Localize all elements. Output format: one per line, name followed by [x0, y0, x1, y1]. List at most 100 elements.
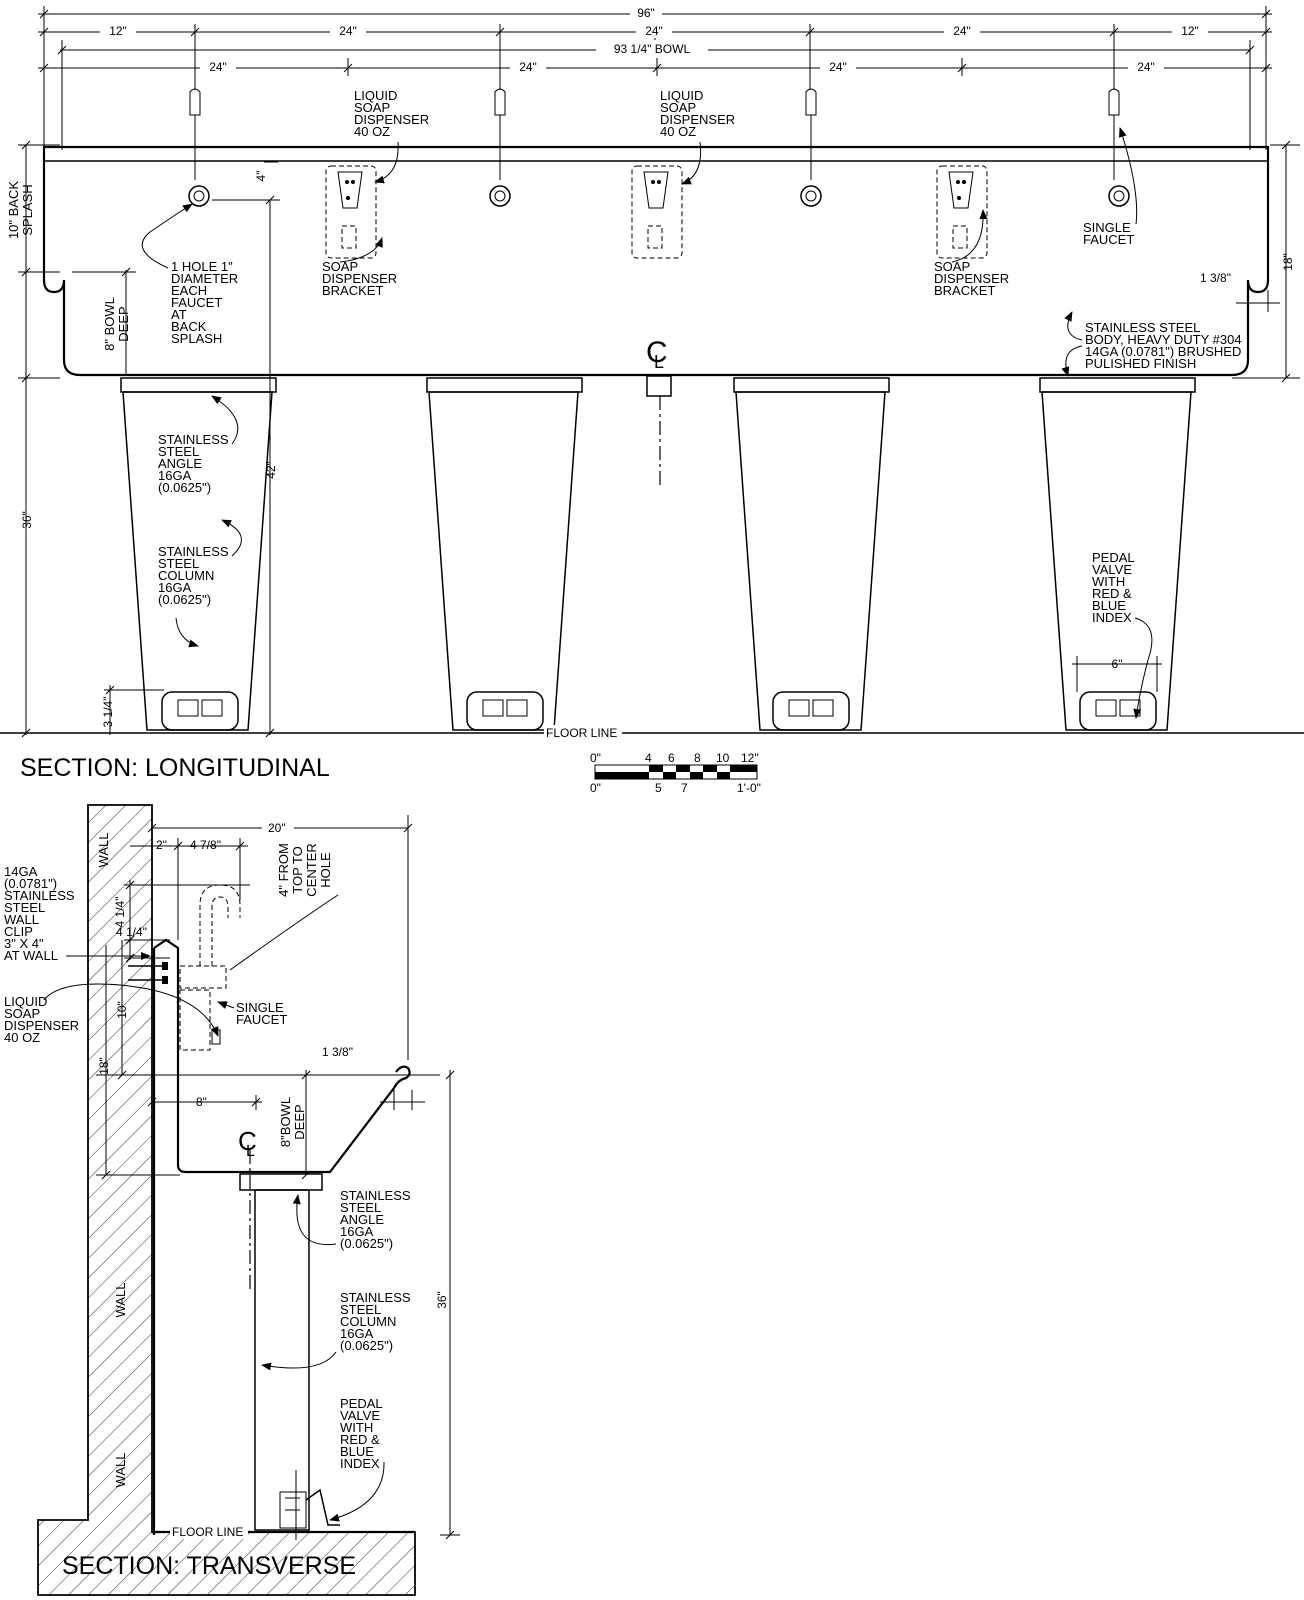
dim-24-g: 24" [1137, 60, 1155, 74]
transverse-column [254, 1189, 310, 1531]
dim-2: 2" [156, 838, 167, 852]
callout-line: DISPENSER [4, 1018, 79, 1033]
scale-top-12: 12" [741, 751, 759, 765]
pedestal-columns [120, 377, 1196, 731]
dim-4-1-4-a: 4 1/4" [113, 897, 127, 928]
longitudinal-floor-label: FLOOR LINE [546, 726, 617, 740]
callout-line: COLUMN [340, 1314, 396, 1329]
back-splash-label: 10" BACK SPLASH [6, 181, 35, 239]
callout-line: 14GA (0.0781") BRUSHED [1085, 344, 1241, 359]
callout-line: 1 HOLE 1" [171, 259, 233, 274]
callout-line: (0.0625") [158, 480, 211, 495]
faucet-4 [1108, 88, 1130, 207]
callout-line: DIAMETER [171, 271, 238, 286]
callout-line: DISPENSER [322, 271, 397, 286]
callout-line: RED & [1092, 586, 1132, 601]
wall-label-bottom: WALL [113, 1453, 128, 1488]
scale-bottom-5: 5 [655, 781, 662, 795]
transverse-title: SECTION: TRANSVERSE [62, 1552, 356, 1580]
callout-line: BODY, HEAVY DUTY #304 [1085, 332, 1242, 347]
callout-line: VALVE [340, 1408, 380, 1423]
pedestal-2 [426, 377, 583, 731]
transverse-centerline-sub: L [246, 1143, 255, 1160]
longitudinal-section: 96" 12" 24" 24" 24" 12" 93 1/4" BOWL 24"… [0, 6, 1304, 782]
dim-18-transverse: 18" [97, 1057, 111, 1075]
callout-bracket-1: SOAP DISPENSER BRACKET [322, 237, 397, 298]
rot-line: CENTER [304, 843, 319, 896]
callout-line: FAUCET [236, 1012, 287, 1027]
soap-dispenser-1 [325, 165, 377, 259]
callout-line: PEDAL [1092, 550, 1135, 565]
dim-24-b: 24" [645, 24, 663, 38]
dim-overall: 96" [637, 6, 655, 20]
callout-line: SOAP [660, 100, 696, 115]
centerline-subscript: L [654, 352, 664, 372]
wall-hatch [37, 804, 416, 1596]
callout-soap-dispenser-2: LIQUID SOAP DISPENSER 40 OZ [660, 88, 735, 185]
rot-line: 4" FROM [276, 843, 291, 897]
callout-line: 40 OZ [354, 124, 390, 139]
dim-24-e: 24" [519, 60, 537, 74]
scale-bar: 0" 4 6 8 10 12" 0" 5 7 1'-0" [590, 751, 761, 795]
scale-bottom-7: 7 [681, 781, 688, 795]
transverse-section: WALL WALL WALL C L [4, 804, 460, 1596]
callout-line: WITH [340, 1420, 373, 1435]
callout-line: STAINLESS [158, 544, 229, 559]
pedestal-3 [733, 377, 890, 731]
callout-line: ANGLE [158, 456, 202, 471]
callout-line: 16GA [340, 1224, 374, 1239]
callout-line: 3" X 4" [4, 936, 44, 951]
dim-4-7-8: 4 7/8" [190, 838, 221, 852]
callout-line: STAINLESS [158, 432, 229, 447]
callout-line: BACK [171, 319, 207, 334]
transverse-floor-label: FLOOR LINE [172, 1525, 243, 1539]
faucets [188, 88, 1130, 207]
callout-line: FAUCET [171, 295, 222, 310]
callout-line: SINGLE [236, 1000, 284, 1015]
callout-line: 40 OZ [4, 1030, 40, 1045]
callout-line: EACH [171, 283, 207, 298]
callout-line: DISPENSER [934, 271, 1009, 286]
wall-bolts [128, 962, 168, 984]
callout-line: BLUE [1092, 598, 1126, 613]
callout-pedal-long: PEDAL VALVE WITH RED & BLUE INDEX [1092, 550, 1153, 719]
callout-soap-transverse: LIQUID SOAP DISPENSER 40 OZ [4, 983, 219, 1045]
pedestal-4 [1039, 377, 1196, 731]
callout-line: SOAP [4, 1006, 40, 1021]
callout-line: 16GA [158, 468, 192, 483]
callout-line: STEEL [4, 900, 45, 915]
bowl-profile [153, 938, 411, 1174]
callout-line: SOAP [322, 259, 358, 274]
callout-line: 16GA [340, 1326, 374, 1341]
dim-bowl: 93 1/4" BOWL [614, 42, 691, 56]
callout-line: STAINLESS [340, 1290, 411, 1305]
callout-line: (0.0625") [158, 592, 211, 607]
callout-line: STEEL [340, 1200, 381, 1215]
wall-label-mid: WALL [113, 1283, 128, 1318]
dim-24-f: 24" [829, 60, 847, 74]
rot-line: DEEP [292, 1104, 307, 1139]
faucet-2 [489, 88, 511, 207]
drain-centerline: C L [646, 336, 672, 488]
callout-line: VALVE [1092, 562, 1132, 577]
soap-dispenser-3 [936, 165, 988, 259]
callout-line: STEEL [158, 444, 199, 459]
soap-dispenser-outline [179, 989, 211, 1051]
dim-lip-transverse: 1 3/8" [322, 1045, 353, 1059]
callout-pedal-transverse: PEDAL VALVE WITH RED & BLUE INDEX [329, 1396, 385, 1522]
callout-line: LIQUID [4, 994, 47, 1009]
dim-36-transverse: 36" [435, 1291, 449, 1309]
callout-line: STEEL [158, 556, 199, 571]
dim-42: 42" [264, 461, 278, 479]
callout-line: STAINLESS [340, 1188, 411, 1203]
rot-line: TOP TO [290, 846, 305, 893]
callout-wall-clip: 14GA (0.0781") STAINLESS STEEL WALL CLIP… [4, 864, 151, 963]
callout-column-long: STAINLESS STEEL COLUMN 16GA (0.0625") [158, 519, 242, 648]
callout-line: STAINLESS STEEL [1085, 320, 1200, 335]
scale-bottom-0: 0" [590, 781, 601, 795]
callout-line: STEEL [340, 1302, 381, 1317]
callout-hole: 1 HOLE 1" DIAMETER EACH FAUCET AT BACK S… [141, 203, 238, 346]
callout-line: (0.0625") [340, 1338, 393, 1353]
callout-angle-transverse: STAINLESS STEEL ANGLE 16GA (0.0625") [292, 1188, 411, 1251]
callout-single-faucet: SINGLE FAUCET [1083, 127, 1138, 247]
